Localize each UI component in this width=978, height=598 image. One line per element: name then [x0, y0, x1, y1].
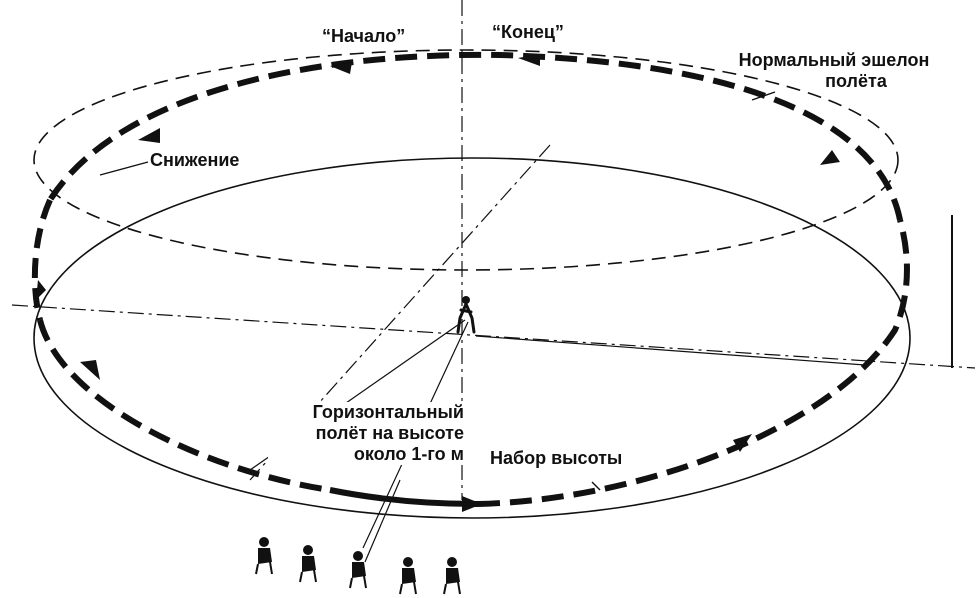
pilot-icon: [456, 296, 476, 334]
ground-circle: [33, 157, 911, 519]
flight-path-cruise: [47, 51, 903, 221]
arrow-right-upper: [820, 150, 840, 165]
arrow-left-mid: [36, 280, 46, 300]
observer-leader-line-2: [364, 479, 401, 563]
level-flight-line3: около 1-го м: [353, 444, 464, 464]
flight-path-descent: [31, 198, 53, 321]
cruise-level-circle: [33, 49, 899, 271]
level-flight-line2: полёт на высоте: [315, 423, 464, 443]
flight-path-level: [329, 487, 479, 507]
observer-icon: [443, 557, 461, 595]
cruise-label-line1: Нормальный эшелон: [738, 50, 930, 70]
observer-icon: [255, 537, 273, 575]
climb-leader-line: [591, 481, 601, 491]
arrow-cruise-end: [518, 54, 540, 66]
end-label: “Конец”: [492, 22, 564, 42]
arrow-lower-left: [80, 360, 100, 380]
flight-path-low-left: [37, 319, 331, 493]
cruise-label: Нормальный эшелон полёта: [722, 50, 946, 92]
horizontal-axis: [11, 304, 976, 369]
arrow-descent: [138, 128, 160, 143]
climb-label: Набор высоты: [490, 448, 623, 469]
cruise-label-line2: полёта: [825, 71, 887, 91]
arrow-level-end: [462, 496, 482, 512]
start-label: “Начало”: [322, 26, 406, 46]
observer-icon: [349, 551, 367, 589]
level-flight-label: Горизонтальный полёт на высоте около 1-г…: [268, 402, 464, 465]
observer-icon: [399, 557, 417, 595]
arrow-climb: [733, 434, 752, 452]
diagonal-axis: [249, 144, 551, 481]
control-line: [475, 335, 866, 366]
observer-icon: [299, 545, 317, 583]
descent-label: Снижение: [150, 150, 240, 170]
arrow-cruise-start: [330, 62, 352, 74]
descent-leader-line: [99, 161, 149, 176]
level-flight-line1: Горизонтальный: [312, 402, 464, 422]
flight-path-climb: [477, 219, 910, 507]
